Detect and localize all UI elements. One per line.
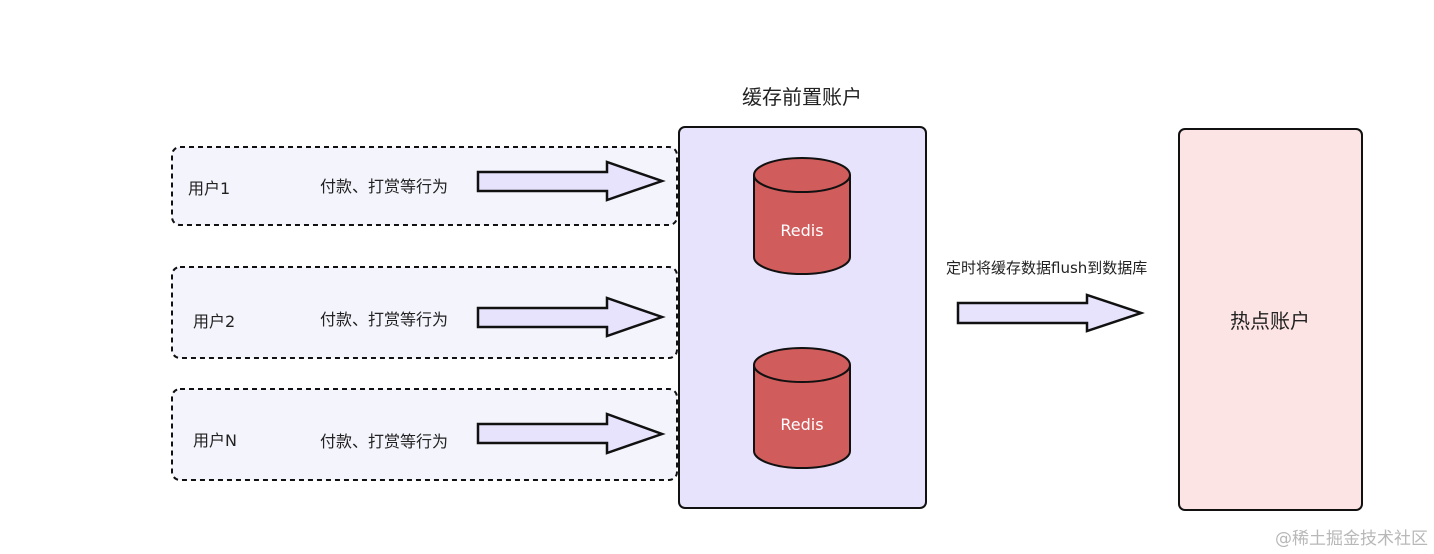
user-action-1: 付款、打赏等行为 [320, 177, 448, 196]
user-box-2 [171, 266, 678, 359]
hot-account-box [1178, 128, 1363, 511]
redis-cylinder-2 [753, 347, 851, 469]
user-name-3: 用户N [193, 431, 237, 450]
watermark-text: @稀土掘金技术社区 [1275, 529, 1428, 549]
user-box-3 [171, 388, 678, 481]
cache-account-title: 缓存前置账户 [742, 85, 862, 109]
user-name-2: 用户2 [193, 312, 235, 331]
flush-label: 定时将缓存数据flush到数据库 [946, 259, 1147, 277]
user-box-1 [171, 146, 678, 226]
hot-account-label: 热点账户 [1230, 309, 1310, 333]
user-name-1: 用户1 [188, 179, 230, 198]
user-action-3: 付款、打赏等行为 [320, 432, 448, 451]
redis-cylinder-1 [753, 157, 851, 275]
user-action-2: 付款、打赏等行为 [320, 310, 448, 329]
redis-label-1: Redis [780, 221, 823, 240]
redis-label-2: Redis [780, 415, 823, 434]
user-arrow-3 [476, 412, 666, 455]
user-arrow-2 [476, 296, 666, 338]
flush-arrow [956, 293, 1145, 333]
cache-account-box [678, 126, 927, 509]
user-arrow-1 [476, 160, 666, 202]
